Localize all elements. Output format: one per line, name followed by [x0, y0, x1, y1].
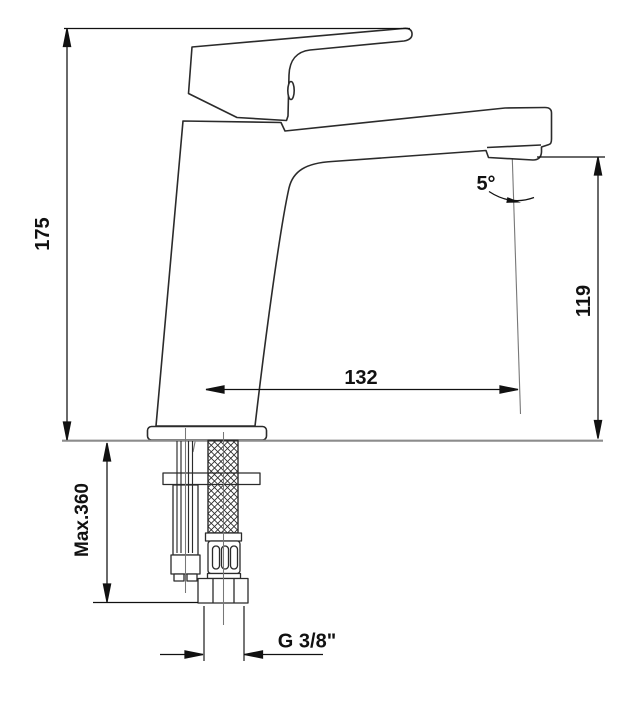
label-max-mounting: Max.360	[72, 483, 93, 557]
arrowhead-down	[593, 419, 603, 440]
mounting-hardware	[162, 439, 261, 604]
label-total-height: 175	[32, 217, 54, 250]
stud-tab-right	[186, 573, 198, 582]
faucet-handle-lever	[187, 27, 413, 122]
label-outlet-angle: 5°	[476, 173, 495, 195]
dimension-total-height: 175	[32, 27, 410, 441]
dimension-thread: G 3/8"	[160, 606, 336, 661]
handle-screw-cap	[286, 80, 295, 101]
label-outlet-height: 119	[573, 285, 595, 317]
dimension-outlet-height: 119	[537, 156, 605, 440]
aerator-separation-line	[486, 144, 542, 149]
dimension-max-mounting: Max.360	[72, 442, 198, 604]
dimension-spout-reach: 132	[205, 367, 519, 394]
dimension-outlet-angle: 5°	[476, 173, 535, 206]
spout-outlet-centerline	[510, 117, 522, 415]
arrowhead-inward-right	[184, 650, 204, 659]
connector-slot-2	[220, 545, 230, 570]
faucet-body-and-spout	[155, 106, 553, 427]
arrowhead-down	[102, 583, 112, 603]
hex-nut-facets	[212, 578, 235, 603]
base-plate	[146, 425, 268, 441]
label-spout-reach: 132	[344, 367, 377, 389]
arrowhead-right	[499, 385, 519, 394]
faucet-outline	[146, 27, 553, 441]
label-thread: G 3/8"	[278, 631, 336, 653]
arrowhead-up	[102, 442, 112, 462]
arrowhead-up	[593, 156, 603, 176]
threaded-studs	[176, 441, 194, 553]
connector-slot-1	[211, 545, 221, 570]
stud-tab-left	[173, 573, 185, 582]
under-counter-centerlines	[184, 428, 225, 625]
connector-slot-3	[229, 545, 239, 570]
arrowhead-up	[62, 27, 72, 48]
arrowhead-down	[62, 421, 72, 441]
arrowhead-inward-left	[243, 650, 264, 659]
